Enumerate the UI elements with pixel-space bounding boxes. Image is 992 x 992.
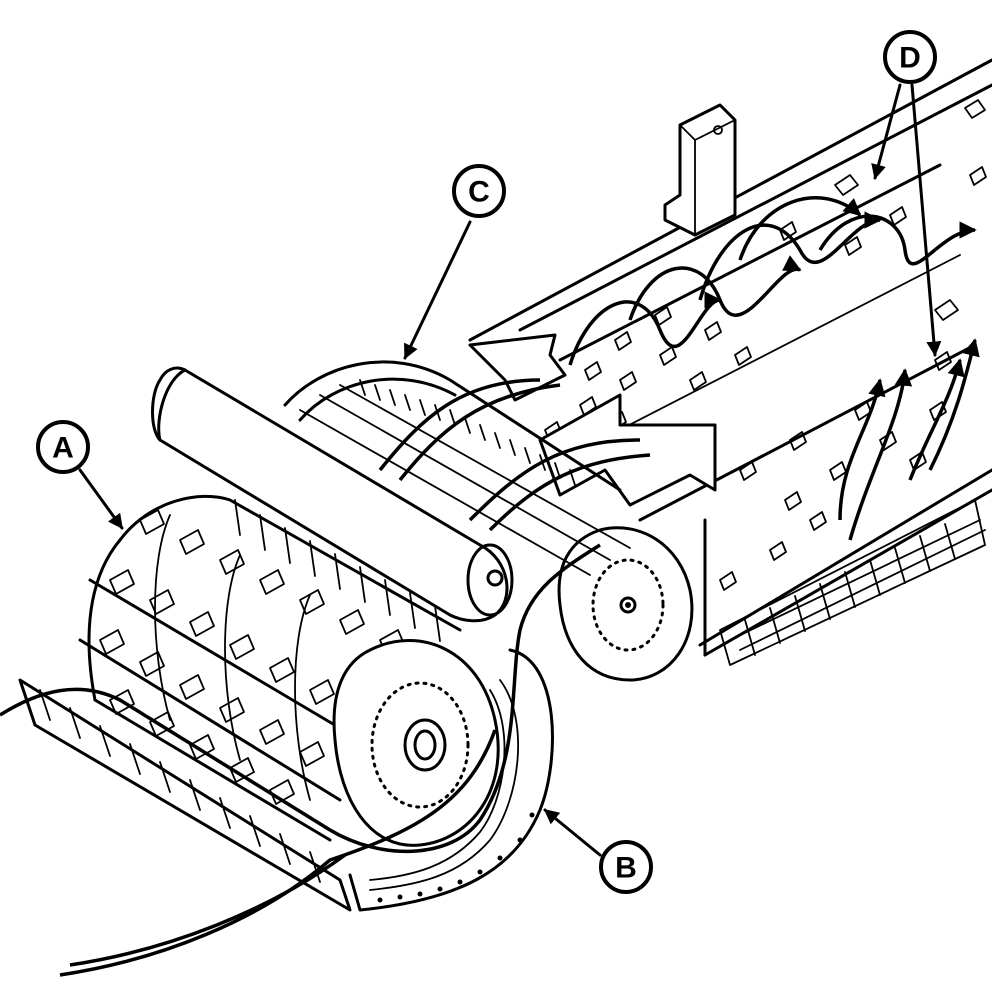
callout-b: B [599,840,653,894]
separator-housing [468,58,992,666]
beater-disc [557,526,694,682]
rotor [468,163,987,591]
callout-a-label: A [52,432,74,465]
feed-roller [151,366,514,623]
feeder-concave [283,360,651,576]
callout-leaders [78,83,942,857]
callout-d-label: D [899,42,921,75]
callout-d: D [883,30,937,84]
callout-a: A [36,420,90,474]
callout-b-label: B [615,852,637,885]
callout-c-label: C [468,176,490,209]
concave-guard [0,543,601,977]
callout-c: C [452,164,506,218]
